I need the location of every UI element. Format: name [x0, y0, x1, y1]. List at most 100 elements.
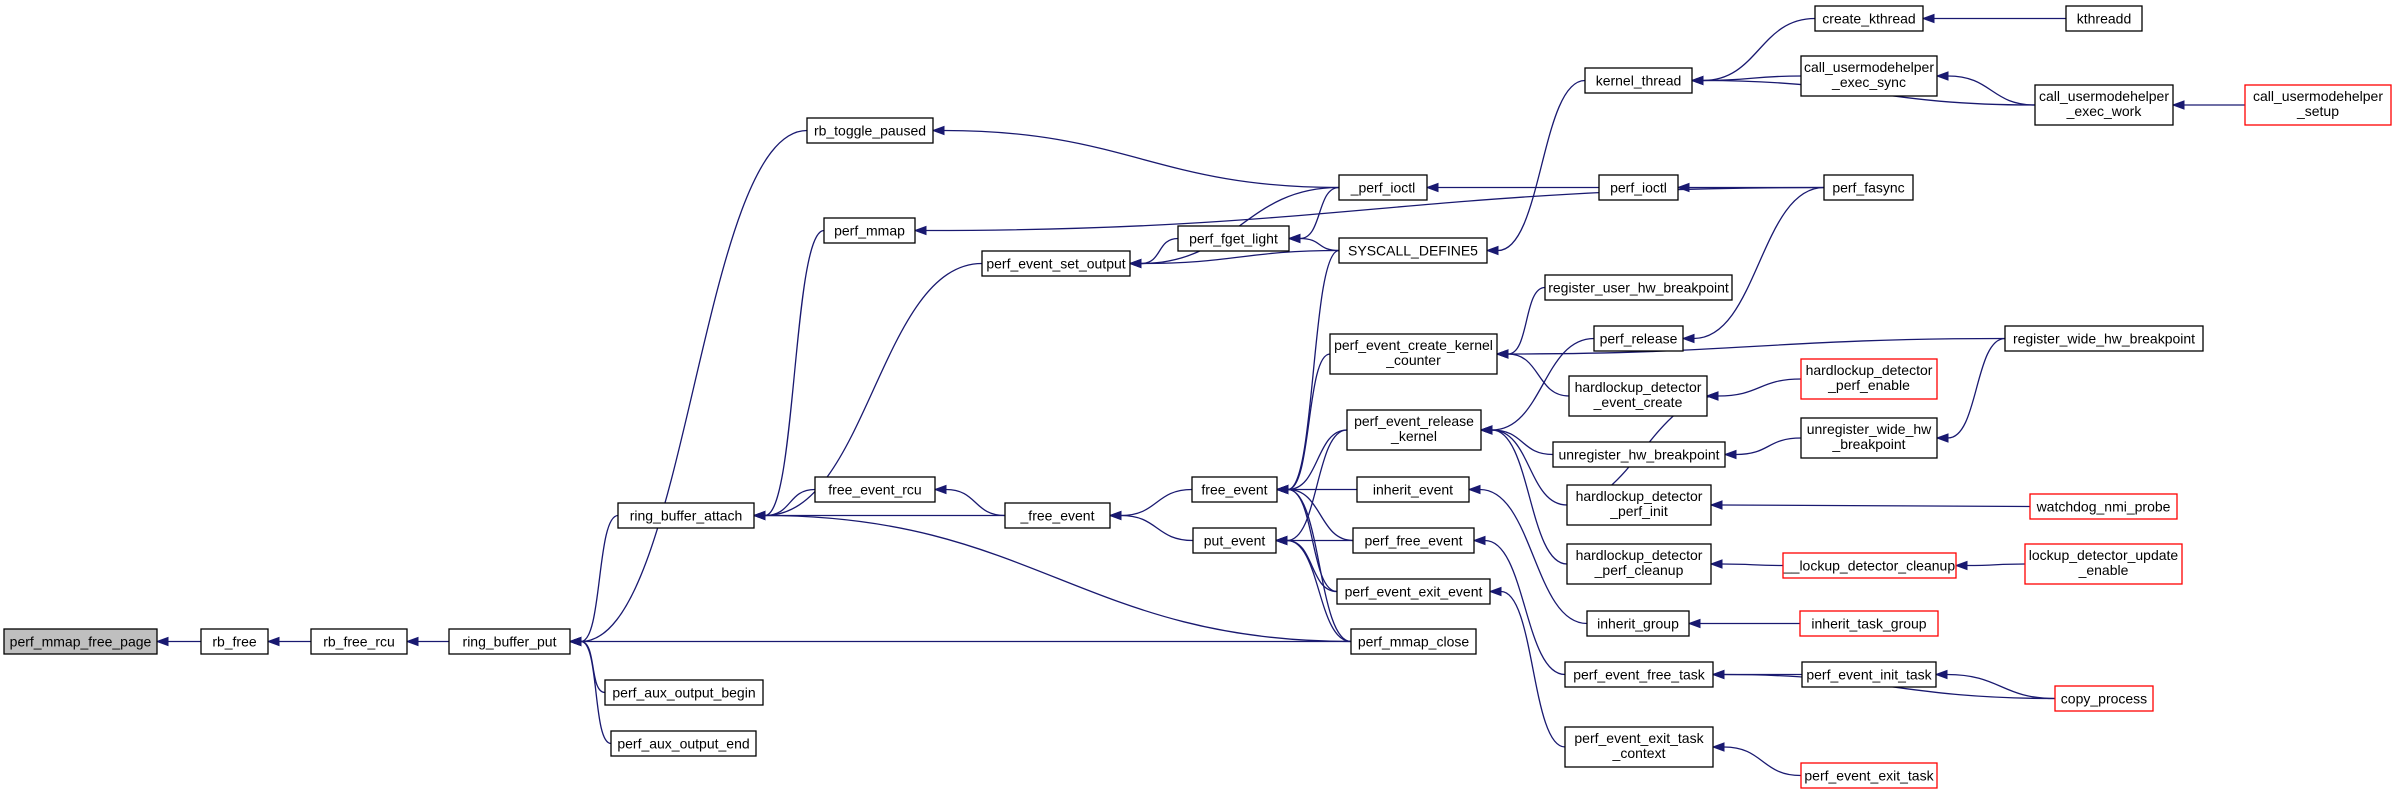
node-_perf_ioctl[interactable]: _perf_ioctl [1338, 174, 1428, 201]
node-SYSCALL_DEFINE5[interactable]: SYSCALL_DEFINE5 [1338, 237, 1488, 264]
node-box [1593, 325, 1684, 352]
edge-line [764, 514, 1352, 643]
node-label: perf_event_create_kernel [1334, 337, 1493, 353]
node-copy_process[interactable]: copy_process [2054, 685, 2154, 712]
arrowhead [1275, 484, 1289, 495]
node-label: _breakpoint [1831, 436, 1905, 452]
node-perf_event_free_task[interactable]: perf_event_free_task [1564, 661, 1714, 688]
node-ring_buffer_put[interactable]: ring_buffer_put [448, 628, 571, 655]
edge-watchdog_nmi_probe-to-hardlockup_detector_perf_init [1709, 500, 2031, 510]
node-box [1338, 237, 1488, 264]
node-perf_free_event[interactable]: perf_free_event [1352, 527, 1475, 554]
arrowhead [913, 225, 927, 236]
node-kernel_thread[interactable]: kernel_thread [1584, 67, 1693, 94]
node-perf_release[interactable]: perf_release [1593, 325, 1684, 352]
node-label: kthreadd [2077, 11, 2131, 27]
node-label: _perf_enable [1827, 377, 1910, 393]
node-_free_event[interactable]: _free_event [1004, 502, 1111, 529]
node-ring_buffer_attach[interactable]: ring_buffer_attach [617, 502, 755, 529]
node-perf_mmap[interactable]: perf_mmap [823, 217, 916, 244]
node-rb_toggle_paused[interactable]: rb_toggle_paused [806, 117, 934, 144]
node-put_event[interactable]: put_event [1192, 527, 1277, 554]
node-perf_ioctl[interactable]: perf_ioctl [1598, 174, 1679, 201]
node-watchdog_nmi_probe[interactable]: watchdog_nmi_probe [2029, 493, 2178, 520]
node-perf_event_exit_task_context[interactable]: perf_event_exit_task_context [1564, 726, 1714, 768]
node-unregister_hw_breakpoint[interactable]: unregister_hw_breakpoint [1552, 441, 1726, 468]
node-label: perf_event_free_task [1573, 667, 1706, 683]
node-inherit_task_group[interactable]: inherit_task_group [1799, 610, 1939, 637]
node-perf_fget_light[interactable]: perf_fget_light [1177, 225, 1290, 252]
node-label: hardlockup_detector [1575, 379, 1702, 395]
edge-line [1140, 249, 1340, 265]
edge-register_user_hw_breakpoint-to-perf_event_create_kernel_counter [1495, 286, 1546, 359]
node-call_usermodehelper_exec_work[interactable]: call_usermodehelper_exec_work [2034, 84, 2174, 126]
edge-perf_ioctl-to-_perf_ioctl [1425, 182, 1599, 193]
arrowhead [1485, 245, 1499, 256]
node-perf_fasync[interactable]: perf_fasync [1823, 174, 1914, 201]
node-perf_event_init_task[interactable]: perf_event_init_task [1801, 661, 1937, 688]
node-call_usermodehelper_exec_sync[interactable]: call_usermodehelper_exec_sync [1800, 55, 1938, 97]
node-inherit_group[interactable]: inherit_group [1586, 610, 1690, 637]
node-perf_event_exit_task[interactable]: perf_event_exit_task [1800, 762, 1938, 789]
node-perf_event_exit_event[interactable]: perf_event_exit_event [1336, 578, 1491, 605]
node-register_wide_hw_breakpoint[interactable]: register_wide_hw_breakpoint [2004, 325, 2204, 352]
node-create_kthread[interactable]: create_kthread [1814, 5, 1924, 32]
node-box [1598, 174, 1679, 201]
node-box [200, 628, 269, 655]
edge-line [764, 229, 825, 517]
node-kthreadd[interactable]: kthreadd [2065, 5, 2143, 32]
arrowhead [1488, 586, 1502, 597]
node-label: perf_mmap [834, 223, 905, 239]
node-perf_mmap_close[interactable]: perf_mmap_close [1350, 628, 1477, 655]
node-box [1782, 552, 1957, 579]
edge-hardlockup_detector_perf_enable-to-hardlockup_detector_event_create [1705, 378, 1802, 401]
edge-line [1507, 337, 2006, 355]
edge-_free_event-to-free_event_rcu [933, 484, 1006, 517]
node-perf_aux_output_begin[interactable]: perf_aux_output_begin [604, 679, 764, 706]
arrowhead [1681, 333, 1695, 344]
edge-line [1299, 186, 1340, 240]
edge-register_wide_hw_breakpoint-to-unregister_wide_hw_breakpoint [1935, 337, 2006, 443]
node-lockup_detector_update_enable[interactable]: lockup_detector_update_enable [2024, 543, 2183, 585]
node-perf_event_release_kernel[interactable]: perf_event_release_kernel [1346, 409, 1482, 451]
node-__lockup_detector_cleanup[interactable]: __lockup_detector_cleanup [1782, 552, 1957, 579]
arrowhead [933, 484, 947, 495]
arrowhead [1935, 433, 1949, 443]
node-register_user_hw_breakpoint[interactable]: register_user_hw_breakpoint [1544, 274, 1733, 301]
edge-line [1946, 673, 2056, 700]
edge-line [1500, 590, 1566, 748]
edge-line [1966, 563, 2026, 567]
node-hardlockup_detector_perf_enable[interactable]: hardlockup_detector_perf_enable [1800, 358, 1938, 400]
edge-lockup_detector_update_enable-to-__lockup_detector_cleanup [1954, 560, 2026, 571]
node-label: watchdog_nmi_probe [2036, 499, 2171, 515]
node-perf_aux_output_end[interactable]: perf_aux_output_end [610, 730, 757, 757]
node-perf_event_create_kernel_counter[interactable]: perf_event_create_kernel_counter [1329, 333, 1498, 375]
node-unregister_wide_hw_breakpoint[interactable]: unregister_wide_hw_breakpoint [1800, 417, 1938, 459]
node-label: perf_aux_output_end [617, 736, 749, 752]
arrowhead [2171, 100, 2185, 110]
node-hardlockup_detector_event_create[interactable]: hardlockup_detector_event_create [1568, 375, 1708, 417]
edge-line [1735, 437, 1802, 456]
node-hardlockup_detector_perf_init[interactable]: hardlockup_detector_perf_init [1566, 484, 1712, 526]
node-rb_free[interactable]: rb_free [200, 628, 269, 655]
edge-rb_free-to-perf_mmap_free_page [155, 636, 201, 647]
node-free_event[interactable]: free_event [1191, 476, 1278, 503]
node-box [1191, 476, 1278, 503]
node-hardlockup_detector_perf_cleanup[interactable]: hardlockup_detector_perf_cleanup [1566, 543, 1712, 585]
edge-perf_event_exit_event-to-put_event [1274, 535, 1338, 593]
node-free_event_rcu[interactable]: free_event_rcu [814, 476, 936, 503]
node-perf_mmap_free_page[interactable]: perf_mmap_free_page [3, 628, 158, 655]
node-label: ring_buffer_attach [630, 508, 743, 524]
node-rb_free_rcu[interactable]: rb_free_rcu [310, 628, 408, 655]
node-label: call_usermodehelper [2039, 88, 2169, 104]
node-perf_event_set_output[interactable]: perf_event_set_output [981, 250, 1131, 277]
node-box [1799, 610, 1939, 637]
node-label: call_usermodehelper [1804, 59, 1934, 75]
edge-perf_mmap-to-ring_buffer_attach [752, 229, 825, 521]
edge-line [1484, 539, 1566, 676]
edge-line [1717, 378, 1802, 397]
node-inherit_event[interactable]: inherit_event [1356, 476, 1470, 503]
node-box [1336, 578, 1491, 605]
edge-perf_event_release_kernel-to-free_event [1275, 429, 1348, 495]
node-call_usermodehelper_setup[interactable]: call_usermodehelper_setup [2244, 84, 2392, 126]
